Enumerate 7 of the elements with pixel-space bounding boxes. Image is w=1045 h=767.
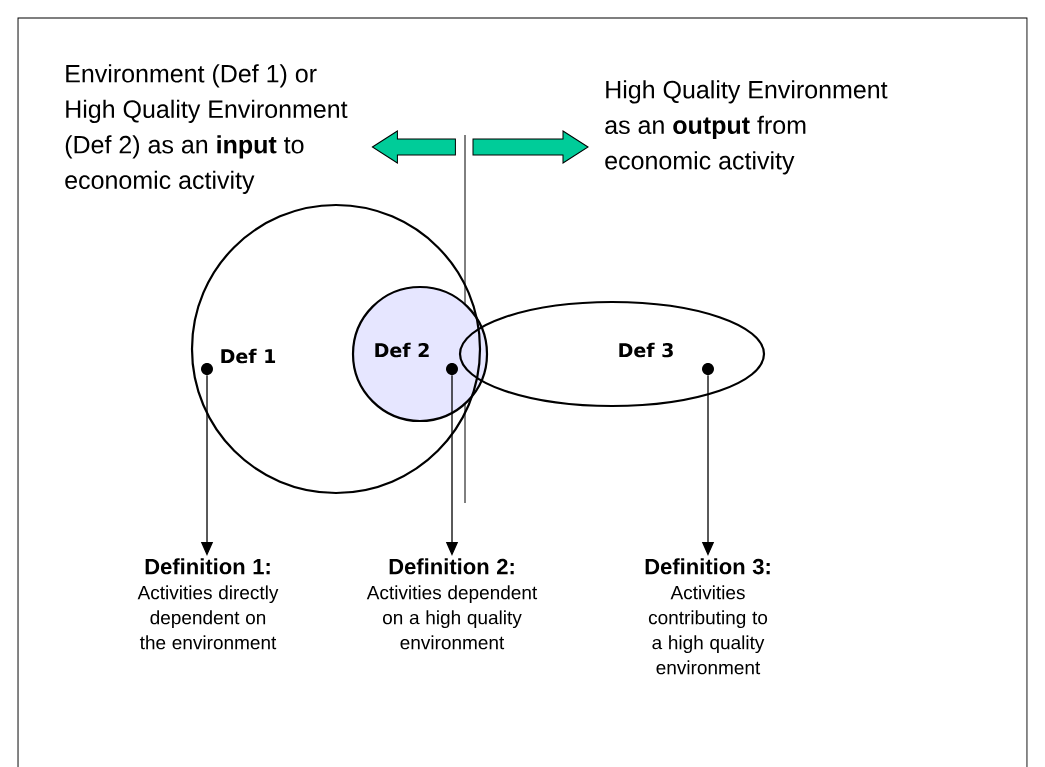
- definition-text: Definition 3: Activities contributing to a high quality environment: [645, 558, 770, 675]
- annotation-text: High Quality Environment as an output from economic activity: [605, 80, 888, 175]
- block-arrow: [371, 130, 456, 164]
- block-arrow: [472, 130, 589, 164]
- definition-text: Definition 2: Activities dependent on a high quality environment: [366, 558, 538, 650]
- definition-text: Definition 1: Activities directly dependent on the environment: [137, 558, 279, 650]
- annotation-text: Environment (Def 1) or High Quality Environment (Def 2) as an input to economic activity: [65, 64, 348, 194]
